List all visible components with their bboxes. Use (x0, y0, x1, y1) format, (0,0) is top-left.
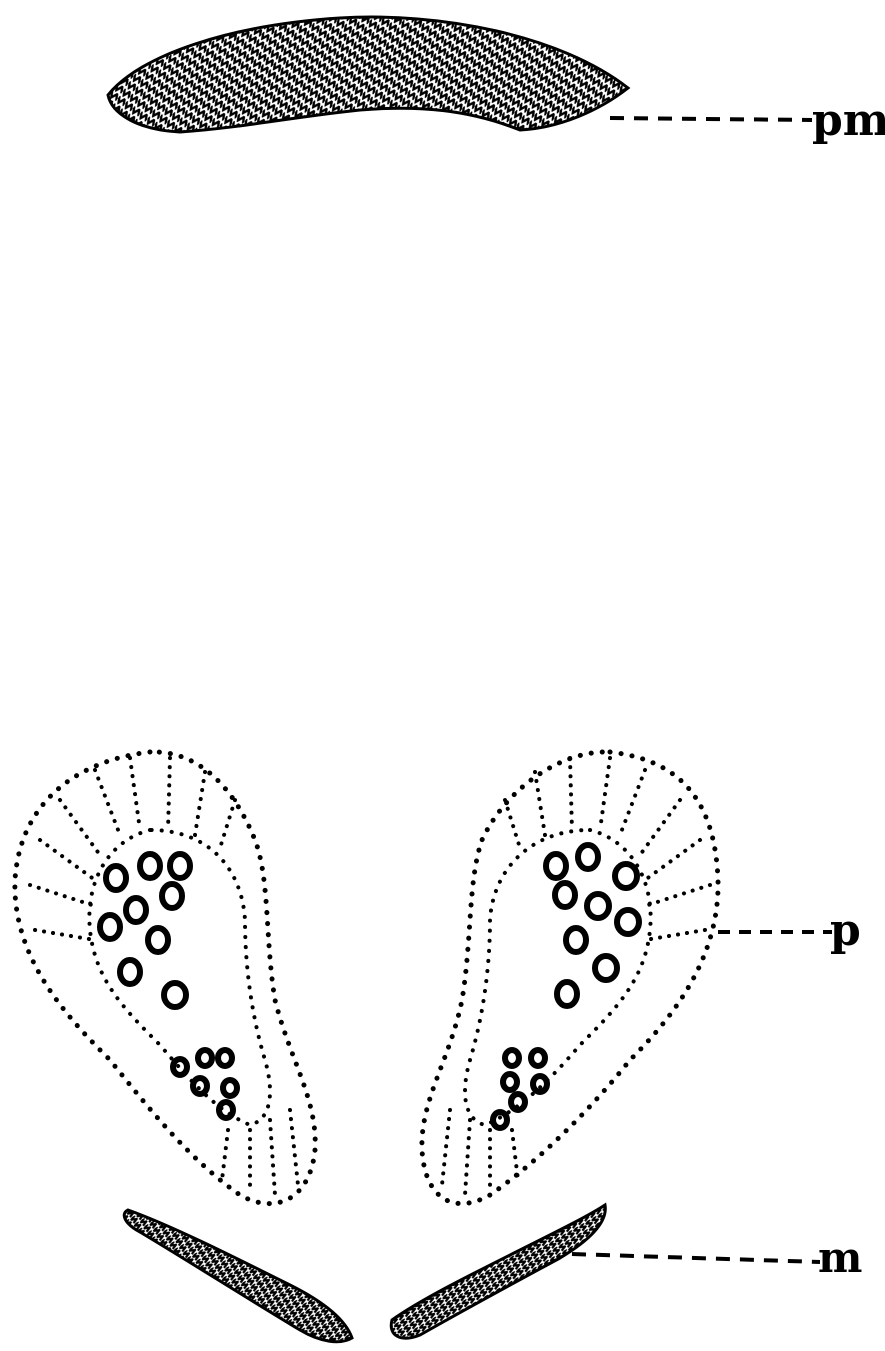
left-p-body (15, 752, 315, 1204)
label-p: p (830, 905, 861, 956)
m-leader-line (572, 1254, 820, 1262)
right-m-structure (391, 1205, 605, 1338)
left-m-structure (124, 1210, 352, 1342)
right-p-body (422, 752, 718, 1204)
pm-leader-line (610, 118, 812, 120)
left-p-cells (100, 854, 237, 1118)
label-m: m (818, 1233, 862, 1282)
pm-structure (108, 17, 628, 132)
label-pm: pm (812, 95, 885, 146)
right-p-cells (493, 845, 639, 1128)
